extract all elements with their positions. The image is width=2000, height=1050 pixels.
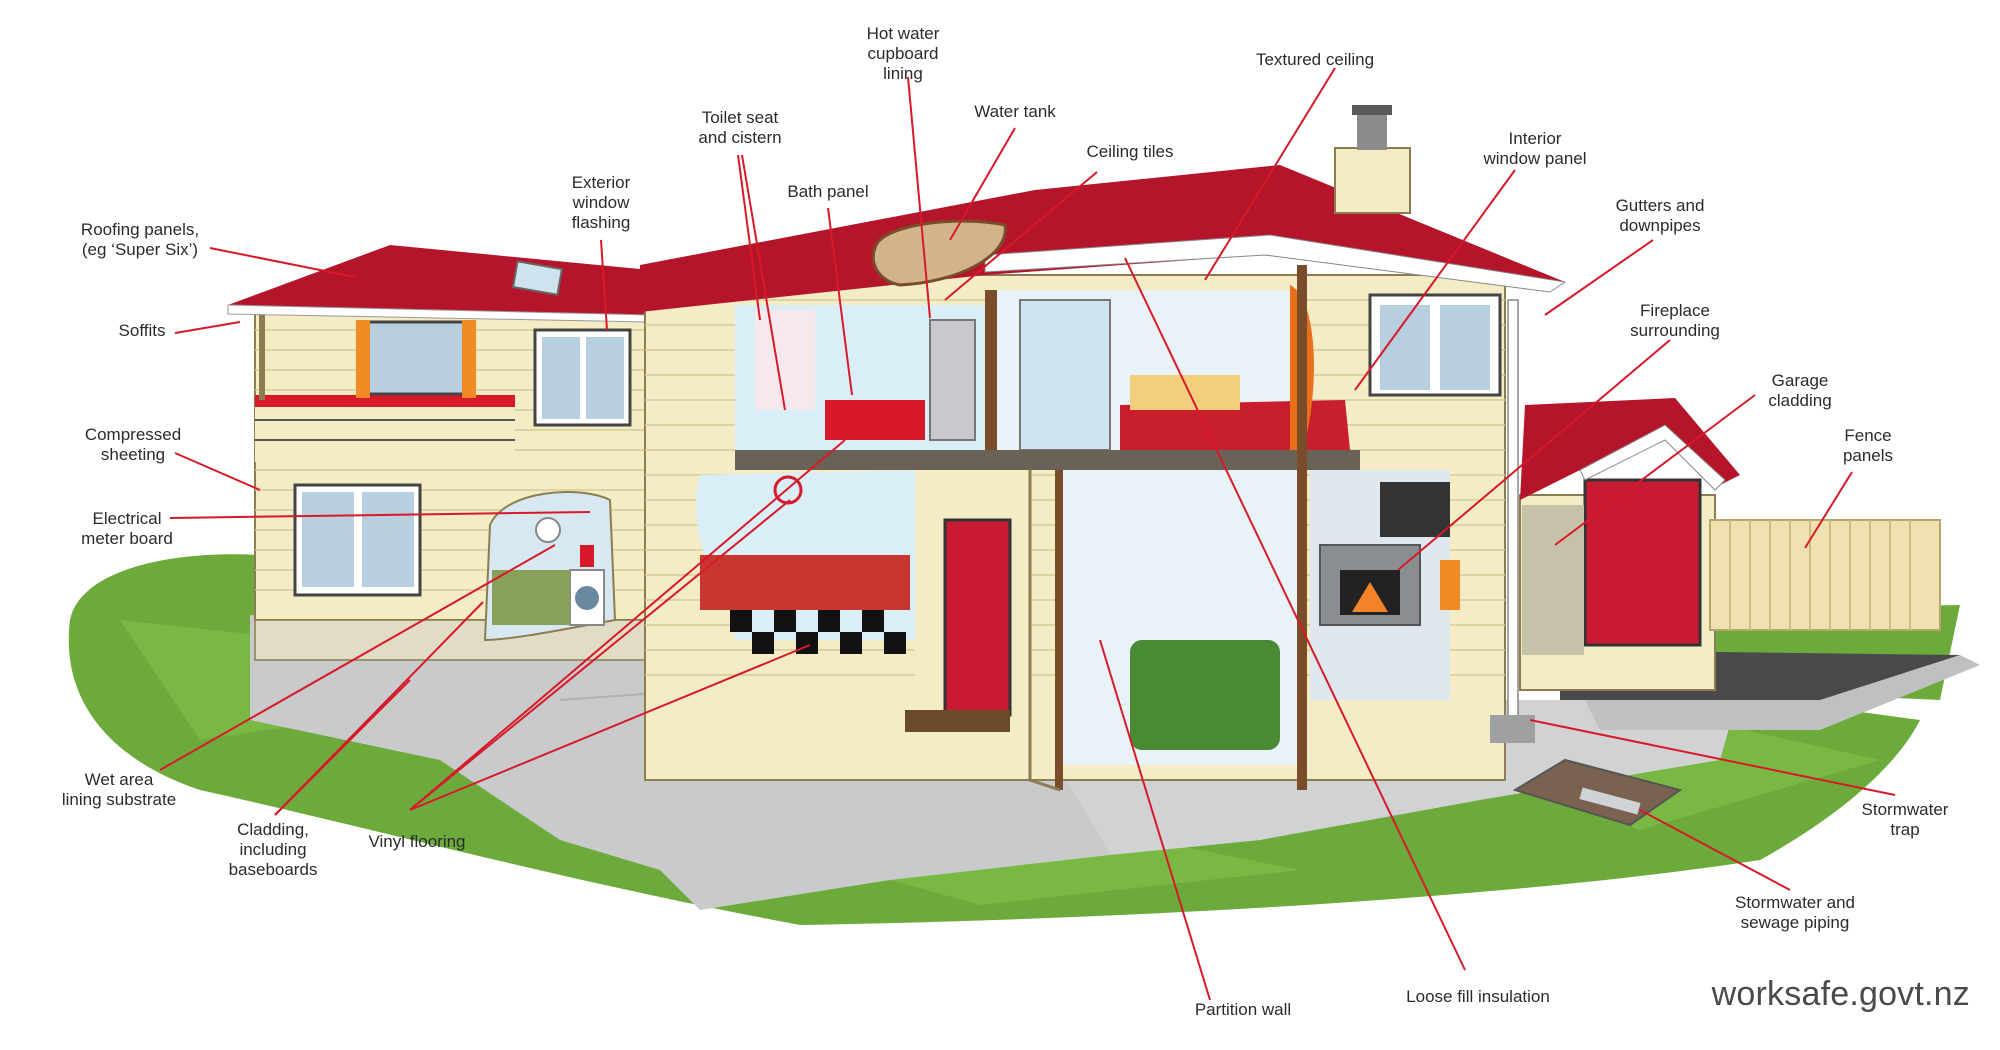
main-house (644, 265, 1535, 792)
label-water-tank: Water tank (974, 102, 1056, 121)
brand-url[interactable]: worksafe.govt.nz (1711, 975, 1970, 1013)
electrical-marker (773, 475, 803, 505)
label-vinyl-flooring: Vinyl flooring (368, 832, 466, 851)
left-wing (254, 309, 651, 661)
leader-lines (159, 67, 1896, 1001)
label-loose-fill-insulation: Loose fill insulation (1406, 987, 1550, 1006)
label-bath-panel: Bath panel (787, 182, 869, 201)
label-ceiling-tiles: Ceiling tiles (1086, 142, 1174, 161)
label-roofing-panels: Roofing panels,(eg ‘Super Six’) (80, 220, 200, 259)
label-textured-ceiling: Textured ceiling (1255, 50, 1375, 69)
stormwater-pit (1512, 758, 1683, 827)
left-roof (227, 245, 651, 400)
garage (1519, 398, 1740, 691)
label-partition-wall: Partition wall (1194, 1000, 1292, 1019)
fence (1709, 519, 1941, 631)
main-roof (640, 105, 1567, 312)
label-soffits: Soffits (118, 321, 166, 340)
